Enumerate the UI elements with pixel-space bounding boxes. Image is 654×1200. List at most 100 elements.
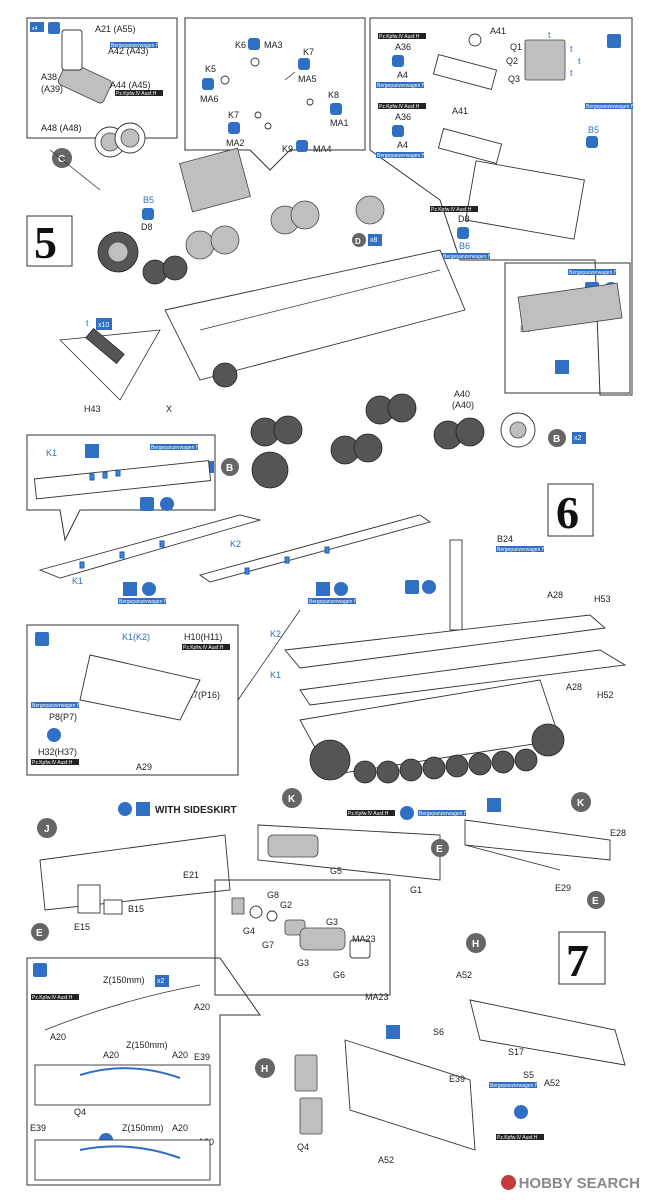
cut-icon-2 [136, 802, 150, 816]
label-q4: Q4 [74, 1107, 86, 1117]
brush-icon-5 [35, 632, 49, 646]
cable-blue-2 [79, 1145, 181, 1159]
callout-h [466, 933, 486, 953]
label-z150: Z(150mm) [103, 975, 145, 985]
label-ma1: MA1 [330, 118, 349, 128]
brush-stripe-icon-3 [316, 582, 330, 596]
label-ma23: MA23 [352, 934, 376, 944]
label-h32: H32(H37) [38, 747, 77, 757]
variant-tag-h6-text: Pz.Kpfw.IV Ausf.H [32, 760, 73, 766]
label-ma3: MA3 [264, 40, 283, 50]
label-g8: G8 [267, 890, 279, 900]
variant-tag-b10 [31, 702, 79, 708]
brush-icon-4 [405, 580, 419, 594]
label-g2: G2 [280, 900, 292, 910]
label-ma2: MA2 [226, 138, 245, 148]
qty-badge [30, 22, 44, 32]
callout-b [221, 458, 239, 476]
label-a39: (A39) [41, 84, 63, 94]
cable-z150 [44, 984, 201, 1031]
label-k8: K8 [328, 90, 339, 100]
label-s6: S6 [433, 1027, 444, 1037]
label-k1: K1 [46, 448, 57, 458]
brush-stripe-icon-4 [487, 798, 501, 812]
cable-detail-frame [26, 957, 261, 1186]
small-part-glyphs [220, 57, 314, 130]
callout-j [37, 818, 57, 838]
label-t3: t [570, 68, 573, 78]
part-b15 [103, 899, 123, 915]
label-e28: E28 [610, 828, 626, 838]
label-ma5: MA5 [298, 74, 317, 84]
label-q4b: Q4 [297, 1142, 309, 1152]
label-s5: S5 [523, 1070, 534, 1080]
label-b15: B15 [128, 904, 144, 914]
sideskirt-note: WITH SIDESKIRT [155, 805, 237, 816]
callout-h2-letter: H [261, 1064, 268, 1075]
callout-d-letter: D [355, 237, 361, 246]
label-k7: K7 [303, 47, 314, 57]
cement-icon-3 [202, 78, 214, 90]
label-q2: Q2 [506, 56, 518, 66]
callout-k-letter: K [288, 794, 296, 805]
detail-a-qty: x4 [32, 26, 38, 32]
label-k9: K9 [282, 144, 293, 154]
cement-icon-19 [400, 806, 414, 820]
callout-k [282, 788, 302, 808]
label-g5: G5 [330, 866, 342, 876]
label-a28: A28 [547, 590, 563, 600]
step-6-box [547, 483, 594, 537]
variant-tag-b2-text: Bergepanzerwagen IV [377, 83, 427, 89]
label-h52: H52 [597, 690, 614, 700]
part-e15 [77, 884, 101, 914]
label-a48: A48 (A48) [41, 123, 82, 133]
label-t1: t [570, 44, 573, 54]
label-t2: t [578, 56, 581, 66]
cement-icon-5 [330, 103, 342, 115]
label-ma23b: MA23 [365, 992, 389, 1002]
label-ma6: MA6 [200, 94, 219, 104]
cement-icon-15 [334, 582, 348, 596]
variant-tag-b5-text: Bergepanzerwagen IV [443, 254, 493, 260]
step-7-box [558, 931, 606, 985]
variant-tag-b14-text: Bergepanzerwagen IV [490, 1083, 540, 1089]
variant-tag-b8-text: Bergepanzerwagen IV [119, 599, 169, 605]
label-e29: E29 [555, 883, 571, 893]
wheel-pair-a [57, 29, 146, 158]
variant-tag-h8-text: Pz.Kpfw.IV Ausf.H [32, 995, 73, 1001]
variant-tag-b14 [489, 1082, 537, 1088]
label-t5: t [86, 318, 89, 328]
q4-parts [294, 1054, 323, 1135]
glue-icon [48, 22, 60, 34]
label-a52c: A52 [378, 1155, 394, 1165]
brush-icon-3 [140, 497, 154, 511]
label-a41b: A41 [452, 106, 468, 116]
cement-icon-16 [422, 580, 436, 594]
variant-tag-h9 [496, 1134, 544, 1140]
label-a21: A21 (A55) [95, 24, 136, 34]
variant-tag-h2-text: Pz.Kpfw.IV Ausf.H [379, 34, 420, 40]
callout-e3-letter: E [592, 896, 599, 907]
cement-icon-6 [296, 140, 308, 152]
label-a38: A38 [41, 72, 57, 82]
label-b24: B24 [497, 534, 513, 544]
label-h53: H53 [594, 594, 611, 604]
variant-tag-h-text: Pz.Kpfw.IV Ausf.H [116, 91, 157, 97]
variant-tag-b8 [118, 598, 166, 604]
variant-tag-b12 [418, 810, 466, 816]
fender-right-long [299, 649, 627, 706]
variant-tag-h7-text: Pz.Kpfw.IV Ausf.H [348, 811, 389, 817]
callout-e3 [587, 891, 605, 909]
label-h10: H10(H11) [184, 632, 222, 642]
variant-tag-b4 [585, 103, 633, 109]
brush-icon [607, 34, 621, 48]
hobby-search-watermark: HOBBY SEARCH [500, 1175, 640, 1192]
label-a29: A29 [136, 762, 152, 772]
label-k7b: K7 [228, 110, 239, 120]
callout-d [352, 233, 366, 247]
label-z150b: Z(150mm) [126, 1040, 168, 1050]
roadwheels-6 [309, 723, 565, 784]
variant-tag-h9-text: Pz.Kpfw.IV Ausf.H [497, 1135, 538, 1141]
variant-tag-h6 [31, 759, 79, 765]
